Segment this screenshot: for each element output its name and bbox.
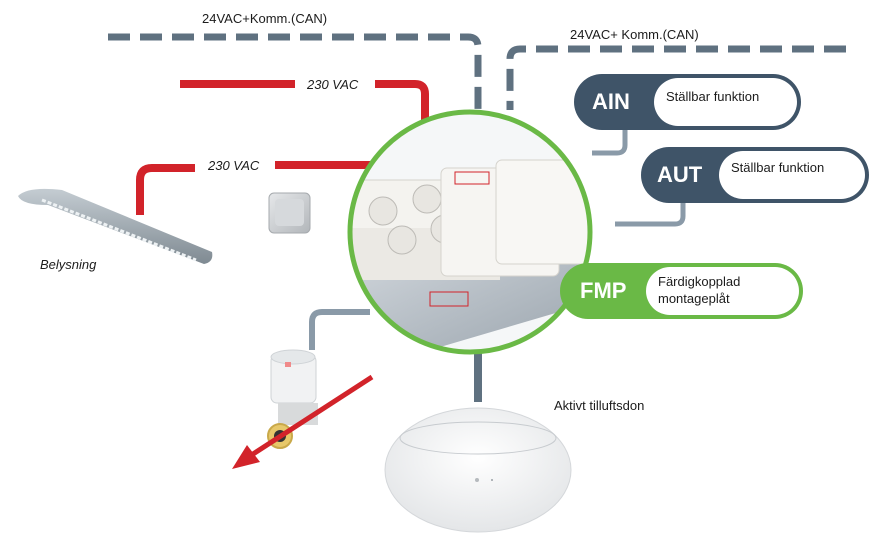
power-label-mid: 230 VAC [208,158,260,173]
module-aut: AUT Ställbar funktion [641,147,869,203]
wall-switch [268,192,311,234]
module-aut-panel: Ställbar funktion [719,151,865,199]
module-aut-code: AUT [657,162,703,187]
mounting-plate-with-sockets [350,112,590,352]
module-fmp-code: FMP [580,278,627,303]
module-ain-code: AIN [592,89,630,114]
lighting-fixture [18,188,213,264]
module-fmp-description-line2: montageplåt [658,291,730,306]
power-label-top: 230 VAC [307,77,359,92]
aut-connector [615,200,686,227]
can-bus-label-left: 24VAC+Komm.(CAN) [202,11,328,26]
module-fmp-description-line1: Färdigkopplad [658,274,741,289]
can-bus-label-right: 24VAC+ Komm.(CAN) [570,27,699,42]
can-bus-line-right [506,45,846,110]
module-fmp-panel: Färdigkopplad montageplåt [646,267,799,315]
power-line-top-b [375,80,429,120]
diffuser-label: Aktivt tilluftsdon [554,398,645,413]
power-line-mid-a [136,164,195,215]
valve-connector [309,309,370,350]
module-ain-description: Ställbar funktion [666,89,760,104]
module-aut-description: Ställbar funktion [731,160,825,175]
module-ain-panel: Ställbar funktion [654,78,797,126]
module-ain: AIN Ställbar funktion [574,74,801,130]
active-supply-air-diffuser [384,407,572,533]
thermostatic-valve-actuator [267,349,318,449]
can-bus-line-left [108,33,482,110]
module-fmp: FMP Färdigkopplad montageplåt [560,263,803,319]
highlight-ring [347,109,593,355]
lighting-label: Belysning [40,257,97,272]
flow-arrow-icon [232,374,374,469]
ain-connector [592,128,628,156]
